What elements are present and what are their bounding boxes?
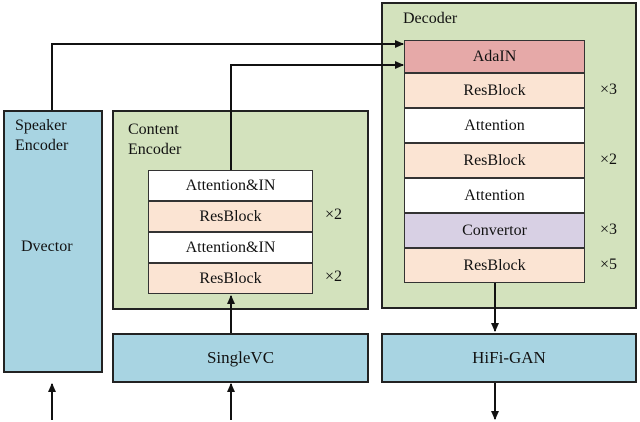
- hifigan-box: HiFi-GAN: [381, 333, 637, 383]
- decoder-mult-resblock-2: ×2: [600, 151, 618, 168]
- decoder-block-attention-2: Attention: [404, 178, 585, 213]
- singlevc-label: SingleVC: [206, 348, 275, 367]
- arrow-speaker-to-adain: [51, 40, 404, 110]
- hifigan-label: HiFi-GAN: [472, 348, 546, 367]
- decoder-mult-resblock-3: ×5: [600, 256, 618, 273]
- content-block-resblock-1: ResBlock: [148, 201, 313, 232]
- content-block-attention-in-2: Attention&IN: [148, 232, 313, 263]
- decoder-block-attention-1: Attention: [404, 108, 585, 143]
- speaker-encoder-title: Speaker Encoder: [15, 117, 69, 154]
- singlevc-box: SingleVC: [112, 333, 369, 383]
- decoder-title: Decoder: [403, 10, 458, 27]
- content-mult-1: ×2: [325, 206, 343, 223]
- speaker-encoder-box: Speaker Encoder Dvector: [3, 110, 103, 373]
- decoder-block-resblock-1: ResBlock: [404, 73, 585, 108]
- content-block-resblock-2: ResBlock: [148, 263, 313, 294]
- decoder-mult-resblock-1: ×3: [600, 81, 618, 98]
- dvector-label: Dvector: [21, 238, 73, 255]
- decoder-mult-convertor: ×3: [600, 221, 618, 238]
- decoder-block-adain: AdaIN: [404, 40, 585, 73]
- decoder-block-convertor: Convertor: [404, 213, 585, 248]
- content-block-attention-in-1: Attention&IN: [148, 170, 313, 201]
- content-mult-2: ×2: [325, 268, 343, 285]
- decoder-block-resblock-3: ResBlock: [404, 248, 585, 283]
- decoder-block-resblock-2: ResBlock: [404, 143, 585, 178]
- arrow-content-to-adain: [230, 61, 404, 170]
- content-encoder-title: Content Encoder: [128, 121, 182, 158]
